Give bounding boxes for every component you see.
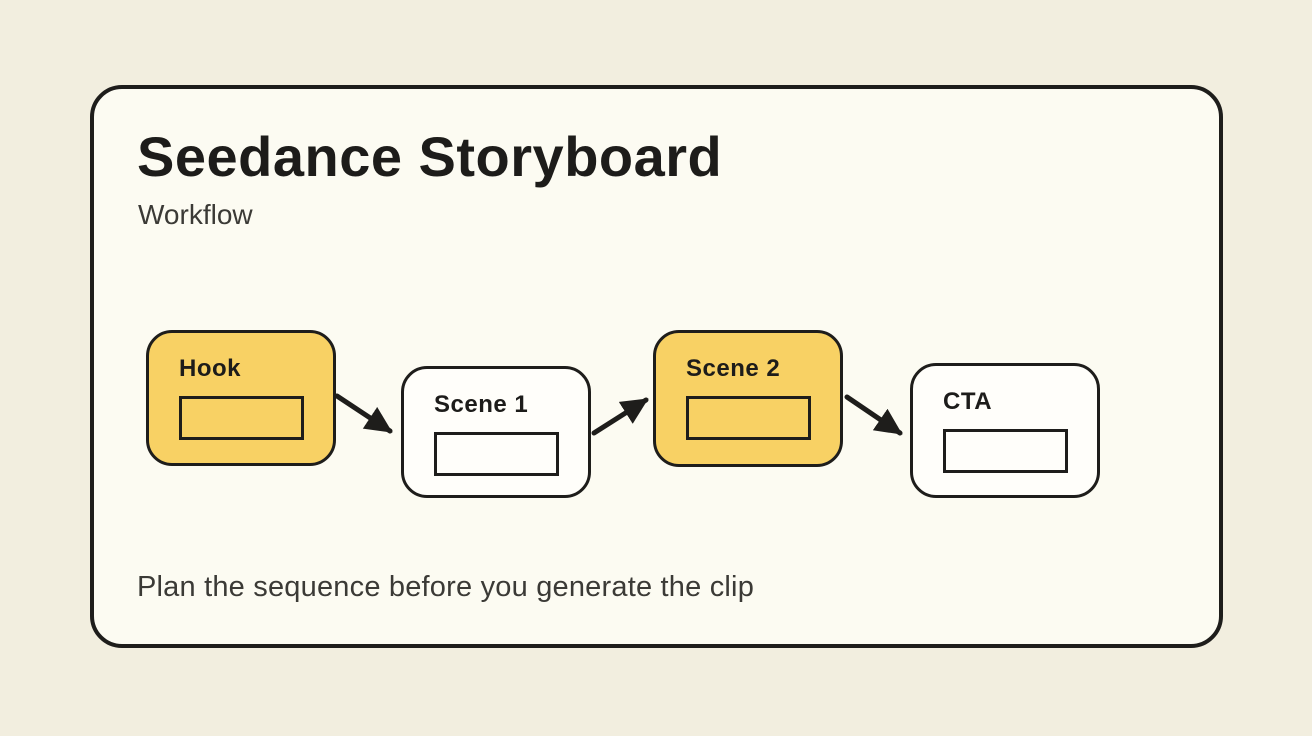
node-label: Scene 1 [434,391,529,418]
thumbnail-placeholder [434,432,559,476]
thumbnail-placeholder [179,396,304,440]
node-hook: Hook [146,330,336,466]
thumbnail-placeholder [686,396,811,440]
node-scene2: Scene 2 [653,330,843,467]
thumbnail-placeholder [943,429,1068,473]
node-scene1: Scene 1 [401,366,591,498]
page-subtitle: Workflow [138,199,253,230]
node-label: CTA [943,388,993,415]
node-label: Scene 2 [686,355,781,382]
node-cta: CTA [910,363,1100,498]
page-title: Seedance Storyboard [137,125,723,188]
caption: Plan the sequence before you generate th… [137,571,755,603]
node-label: Hook [179,355,241,382]
